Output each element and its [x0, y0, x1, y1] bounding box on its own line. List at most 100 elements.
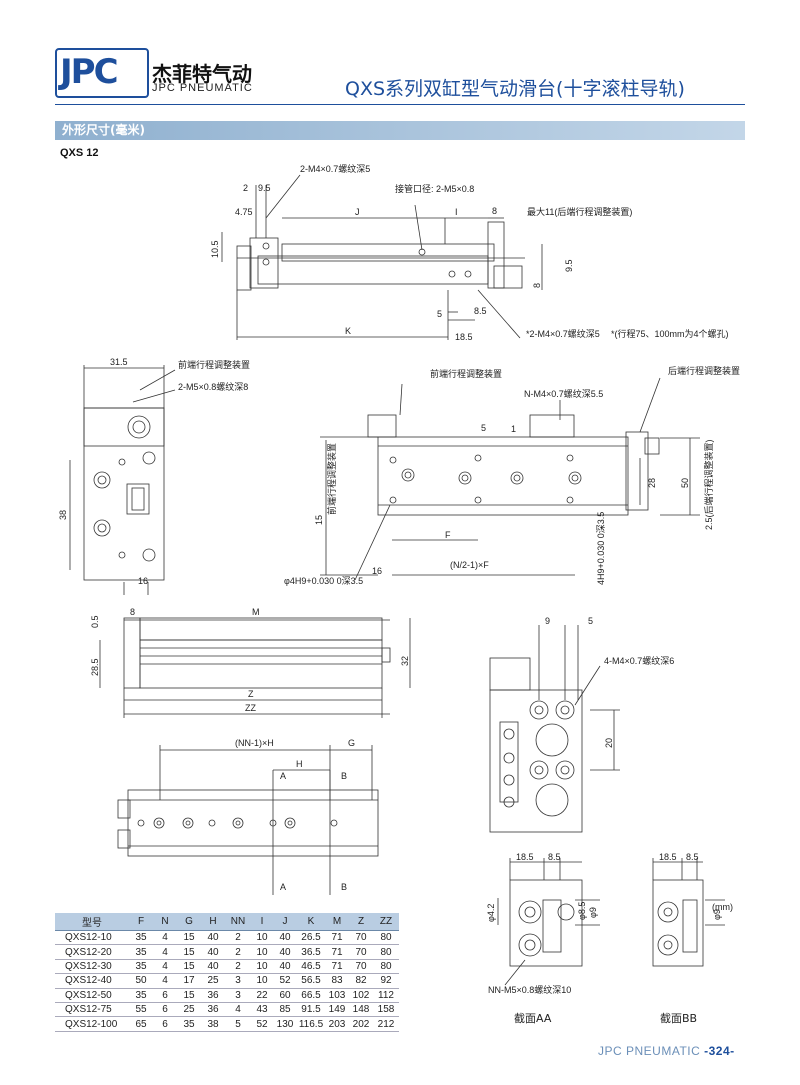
table-cell: 40: [201, 959, 225, 975]
table-header-cell: F: [129, 913, 153, 931]
front-adjust-label-2: 前端行程调整装置: [430, 368, 502, 379]
dim-ZZ: ZZ: [245, 703, 256, 713]
table-cell: 35: [177, 1016, 201, 1032]
table-cell: 36: [201, 988, 225, 1003]
hole-4h9-b: 4H9+0.030 0深3.5: [596, 512, 606, 585]
dim-50: 50: [680, 478, 690, 488]
dim-8-5: 8.5: [474, 306, 487, 316]
table-header-cell: J: [273, 913, 297, 931]
dim-1: 1: [511, 424, 516, 434]
table-cell: 112: [373, 988, 399, 1003]
table-cell: 15: [177, 988, 201, 1003]
table-cell: 158: [373, 1002, 399, 1018]
section-bb-caption: 截面BB: [660, 1012, 698, 1025]
header-divider: [55, 104, 745, 105]
table-cell: 91.5: [297, 1002, 325, 1018]
front-adjust-label-1: 前端行程调整装置: [178, 359, 250, 370]
table-cell: 15: [177, 944, 201, 960]
dim-K: K: [345, 326, 351, 336]
table-cell: 4: [225, 1002, 251, 1018]
table-cell: 40: [201, 930, 225, 946]
dim-5-c: 5: [588, 616, 593, 626]
bottom-view-drawing: [117, 745, 379, 895]
table-cell: 10: [251, 930, 273, 946]
table-cell: 80: [373, 944, 399, 960]
table-header-cell: N: [153, 913, 177, 931]
dim-10-5: 10.5: [210, 240, 220, 258]
table-cell: 5: [225, 1016, 251, 1032]
nn-m5-label: NN-M5×0.8螺纹深10: [488, 984, 571, 995]
dim-32: 32: [400, 656, 410, 666]
table-cell: 15: [177, 959, 201, 975]
table-cell: 15: [177, 930, 201, 946]
dim-phi-8-5: φ8.5: [577, 902, 587, 920]
model-cell: QXS12-40: [55, 973, 129, 989]
table-cell: 2: [225, 944, 251, 960]
section-bar: [55, 121, 745, 140]
section-bb-drawing: [652, 858, 725, 967]
table-cell: 10: [251, 959, 273, 975]
table-cell: 202: [349, 1016, 373, 1032]
table-cell: 26.5: [297, 930, 325, 946]
table-cell: 149: [325, 1002, 349, 1018]
table-cell: 50: [129, 973, 153, 989]
table-cell: 102: [349, 988, 373, 1003]
dim-phi-9: φ9: [588, 907, 598, 918]
model-cell: QXS12-20: [55, 944, 129, 960]
table-cell: 103: [325, 988, 349, 1003]
table-cell: 71: [325, 944, 349, 960]
nn-h-label: (NN-1)×H: [235, 738, 274, 748]
table-cell: 70: [349, 944, 373, 960]
table-cell: 2: [225, 930, 251, 946]
side-view-drawing: [221, 174, 543, 340]
table-cell: 46.5: [297, 959, 325, 975]
brand-name-en: JPC PNEUMATIC: [152, 82, 253, 94]
table-cell: 22: [251, 988, 273, 1003]
table-cell: 83: [325, 973, 349, 989]
dim-H: H: [296, 759, 303, 769]
dim-Z: Z: [248, 689, 254, 699]
table-header-cell: 型号: [55, 913, 129, 931]
dim-J: J: [355, 207, 360, 217]
section-title: 外形尺寸(毫米): [62, 123, 145, 137]
logo-text: JPC: [60, 52, 119, 92]
table-cell: 55: [129, 1002, 153, 1018]
table-cell: 43: [251, 1002, 273, 1018]
model-cell: QXS12-100: [55, 1016, 129, 1032]
dim-9: 9: [545, 616, 550, 626]
model-cell: QXS12-30: [55, 959, 129, 975]
right-end-drawing: [489, 625, 620, 833]
table-cell: 4: [153, 930, 177, 946]
table-cell: 212: [373, 1016, 399, 1032]
max11-label: 最大11(后端行程调整装置): [527, 206, 632, 217]
dim-28-5: 28.5: [90, 658, 100, 676]
logo: [55, 48, 149, 98]
table-cell: 35: [129, 959, 153, 975]
table-cell: 35: [129, 944, 153, 960]
long-side-drawing: [99, 617, 411, 718]
table-cell: 38: [201, 1016, 225, 1032]
dim-M: M: [252, 607, 260, 617]
note-75-100: *(行程75、100mm为4个螺孔): [611, 328, 729, 339]
section-marker-b-top: B: [341, 771, 347, 781]
nf-label: (N/2-1)×F: [450, 560, 489, 570]
dim-F: F: [445, 530, 451, 540]
table-cell: 6: [153, 1002, 177, 1018]
brand-name-cn: 杰菲特气动: [152, 62, 252, 86]
table-cell: 52: [251, 1016, 273, 1032]
footer-brand: JPC PNEUMATIC: [598, 1044, 701, 1058]
model-cell: QXS12-75: [55, 1002, 129, 1018]
table-cell: 65: [129, 1016, 153, 1032]
table-header-cell: I: [251, 913, 273, 931]
table-cell: 148: [349, 1002, 373, 1018]
section-marker-b-bottom: B: [341, 882, 347, 892]
dim-phi-9-b: φ9: [712, 909, 722, 920]
dim-phi-4-2: φ4.2: [486, 904, 496, 922]
dim-8-5-d: 8.5: [686, 852, 699, 862]
n-thread-label: N-M4×0.7螺纹深5.5: [524, 388, 603, 399]
